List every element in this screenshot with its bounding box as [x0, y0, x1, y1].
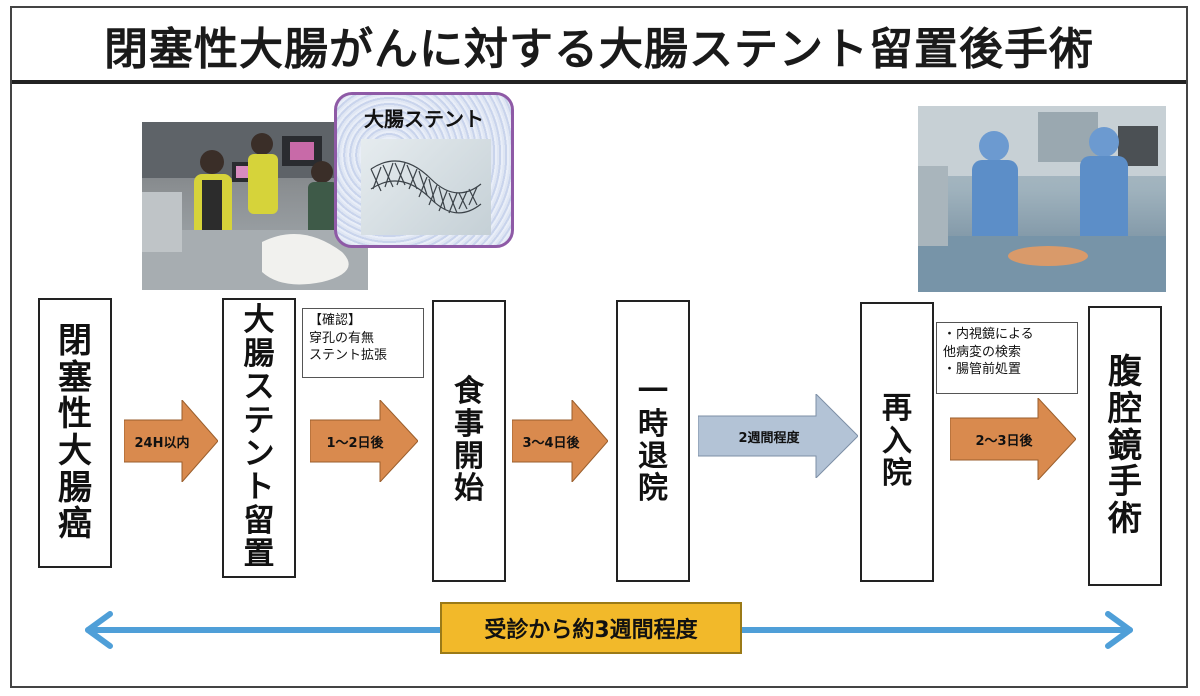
- step-label: 腹腔鏡手術: [1108, 354, 1142, 538]
- step-char: 腔: [1108, 388, 1142, 429]
- step-char: 入: [882, 423, 912, 459]
- step-char: 腹: [1108, 352, 1142, 393]
- step-char: 癌: [58, 504, 92, 545]
- step-char: 再: [882, 391, 912, 427]
- step-char: 事: [454, 406, 484, 442]
- step-colon-cancer: 閉塞性大腸癌: [38, 298, 112, 568]
- stent-inset: 大腸ステント: [334, 92, 514, 248]
- arrow-shape: [124, 400, 218, 482]
- note-line: 他病変の検索: [943, 344, 1022, 360]
- stent-image: [361, 139, 491, 235]
- step-char: 留: [243, 502, 275, 539]
- step-char: ス: [243, 369, 275, 406]
- step-char: 開: [454, 439, 484, 474]
- step-laparoscopic-surgery: 腹腔鏡手術: [1088, 306, 1162, 586]
- endoscopy-photo: [142, 122, 368, 290]
- step-char: 鏡: [1108, 425, 1142, 466]
- timeline-label: 受診から約3週間程度: [440, 602, 742, 654]
- step-char: 食: [454, 374, 484, 410]
- title-divider: [12, 80, 1186, 84]
- arrow-label: 2〜3日後: [975, 433, 1033, 449]
- step-meal-start: 食事開始: [432, 300, 506, 582]
- step-label: 閉塞性大腸癌: [58, 323, 92, 543]
- step-char: 手: [1108, 462, 1142, 503]
- step-char: テ: [243, 402, 275, 439]
- step-label: 大腸ステント留置: [243, 302, 275, 573]
- arrow-1-2-days: 1〜2日後: [310, 400, 418, 482]
- step-char: 置: [243, 536, 275, 573]
- arrow-label: 2週間程度: [738, 430, 800, 446]
- arrow-shape: [950, 398, 1076, 480]
- arrow-3-4-days: 3〜4日後: [512, 400, 608, 482]
- arrow-shape: [512, 400, 608, 482]
- arrow-24h: 24H以内: [124, 400, 218, 482]
- step-char: 腸: [58, 467, 92, 508]
- note-line: 穿孔の有無: [309, 330, 375, 346]
- note-line: ・内視鏡による: [943, 327, 1034, 342]
- note-line: ステント拡張: [309, 348, 388, 364]
- step-label: 再入院: [882, 391, 912, 492]
- arrow-2-3-days: 2〜3日後: [950, 398, 1076, 480]
- arrow-label: 1〜2日後: [326, 435, 384, 451]
- stent-label: 大腸ステント: [364, 107, 484, 131]
- page-title: 閉塞性大腸がんに対する大腸ステント留置後手術: [104, 24, 1094, 75]
- step-char: 腸: [243, 335, 275, 372]
- step-char: 術: [1108, 499, 1142, 540]
- arrow-label: 24H以内: [134, 435, 190, 451]
- step-char: 塞: [58, 357, 92, 398]
- step-char: 時: [638, 406, 668, 442]
- arrow-shape: [310, 400, 418, 482]
- step-char: 一: [638, 374, 668, 410]
- step-char: 大: [243, 302, 275, 339]
- step-discharge: 一時退院: [616, 300, 690, 582]
- arrow-label: 3〜4日後: [522, 435, 580, 451]
- step-char: 性: [58, 394, 92, 435]
- step-char: ト: [243, 469, 275, 506]
- step-label: 食事開始: [454, 374, 484, 507]
- note-confirmation: 【確認】 穿孔の有無 ステント拡張: [302, 308, 424, 378]
- step-char: ン: [243, 436, 275, 472]
- step-char: 院: [882, 456, 912, 492]
- step-readmission: 再入院: [860, 302, 934, 582]
- arrow-2-weeks: 2週間程度: [698, 394, 858, 478]
- step-char: 大: [58, 431, 92, 471]
- step-char: 院: [638, 471, 668, 507]
- step-char: 始: [454, 471, 484, 507]
- step-char: 退: [638, 439, 668, 474]
- note-line: ・腸管前処置: [943, 362, 1022, 378]
- note-preoperative: ・内視鏡による 他病変の検索 ・腸管前処置: [936, 322, 1078, 394]
- surgery-photo: [918, 106, 1166, 292]
- arrow-shape: [698, 394, 858, 478]
- step-label: 一時退院: [638, 374, 668, 507]
- step-char: 閉: [58, 320, 92, 361]
- step-stent-placement: 大腸ステント留置: [222, 298, 296, 578]
- note-line: 【確認】: [309, 313, 362, 328]
